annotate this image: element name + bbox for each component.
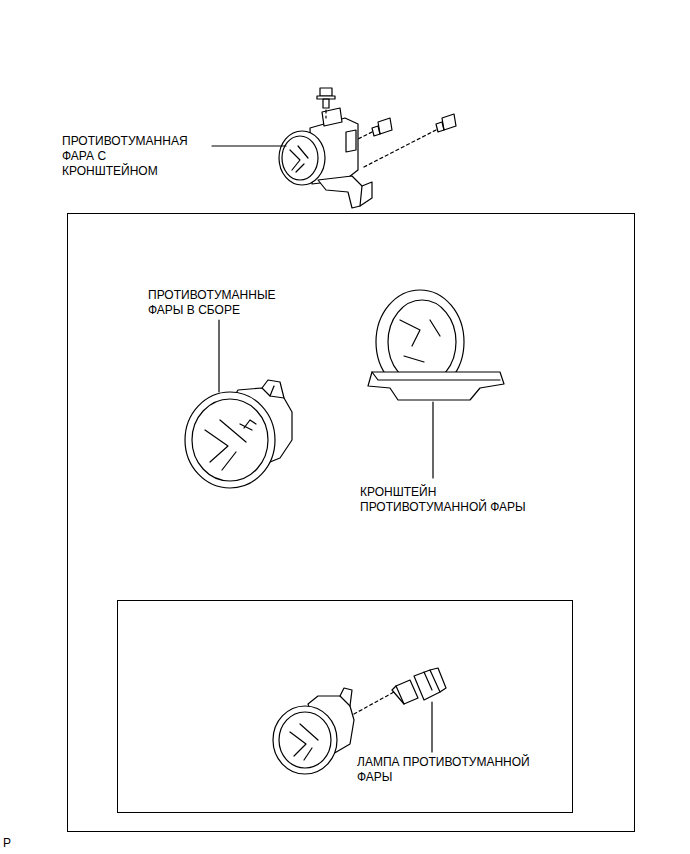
fog-lamp-assembly-part xyxy=(192,399,268,481)
bolt xyxy=(356,118,392,140)
fog-lamp-assembly-part xyxy=(290,724,318,760)
fog-lamp-with-bracket-part xyxy=(360,182,372,206)
bolt-part xyxy=(320,88,332,96)
bolt-part xyxy=(442,114,456,130)
fog-lamp-bulb-part xyxy=(414,670,440,700)
bolt-part xyxy=(356,132,372,140)
page-mark: P xyxy=(3,836,11,851)
fog-lamp-bracket-part xyxy=(400,320,440,362)
install-line xyxy=(354,692,394,714)
fog-lamp-assembly-part xyxy=(270,386,274,396)
leader-line xyxy=(432,402,433,478)
fog-lamp-assembly-part xyxy=(244,420,256,428)
fog-lamp-bracket-part xyxy=(368,372,504,400)
fog-lamp-bulb xyxy=(392,668,446,704)
bolt xyxy=(362,114,456,168)
part-label: ПРОТИВОТУМАННЫЕ ФАРЫ В СБОРЕ xyxy=(148,288,278,318)
fog-lamp-with-bracket-part xyxy=(282,136,318,180)
fog-lamp-assembly-part xyxy=(340,688,352,706)
fog-lamp-with-bracket-part xyxy=(318,176,362,208)
part-label: ЛАМПА ПРОТИВОТУМАННОЙ ФАРЫ xyxy=(357,755,547,785)
part-label: КРОНШТЕЙН ПРОТИВОТУМАННОЙ ФАРЫ xyxy=(360,485,540,515)
fog-lamp-bulb-part xyxy=(430,668,446,692)
bolt-part xyxy=(362,130,436,168)
bolt-part xyxy=(436,122,444,132)
leader-line xyxy=(212,145,286,146)
bolt xyxy=(317,88,335,118)
bolt-part xyxy=(325,110,326,118)
part-label: ПРОТИВОТУМАННАЯ ФАРА С КРОНШТЕЙНОМ xyxy=(62,134,192,179)
fog-lamp-assembly xyxy=(185,380,292,488)
fog-lamp-with-bracket-part xyxy=(322,108,342,126)
fog-lamp-with-bracket-part xyxy=(279,131,325,185)
fog-lamp-assembly-part xyxy=(279,712,331,768)
fog-lamp-assembly xyxy=(273,688,354,774)
fog-lamp-with-bracket-part xyxy=(346,130,356,152)
fog-lamp-assembly-part xyxy=(273,706,337,774)
leader-line xyxy=(218,320,219,392)
fog-lamp-with-bracket xyxy=(279,108,372,208)
fog-lamp-bulb-part xyxy=(396,680,418,704)
bolt-part xyxy=(323,99,329,108)
group-frame: ЛАМПА ПРОТИВОТУМАННОЙ ФАРЫ xyxy=(117,600,573,813)
fog-lamp-bulb-part xyxy=(392,686,404,704)
group-frame: ПРОТИВОТУМАННЫЕ ФАРЫ В СБОРЕ КРОНШТЕЙН ПР… xyxy=(67,213,635,832)
fog-lamp-bulb-part xyxy=(424,672,432,690)
fog-lamp-bracket xyxy=(368,290,504,400)
bolt-part xyxy=(372,126,380,136)
fog-lamp-assembly-part xyxy=(185,392,275,488)
bolt-part xyxy=(378,118,392,134)
leader-line xyxy=(431,702,432,752)
fog-lamp-with-bracket-part xyxy=(290,146,308,172)
fog-lamp-assembly-part xyxy=(262,380,284,398)
fog-lamp-bracket-part xyxy=(372,372,500,380)
